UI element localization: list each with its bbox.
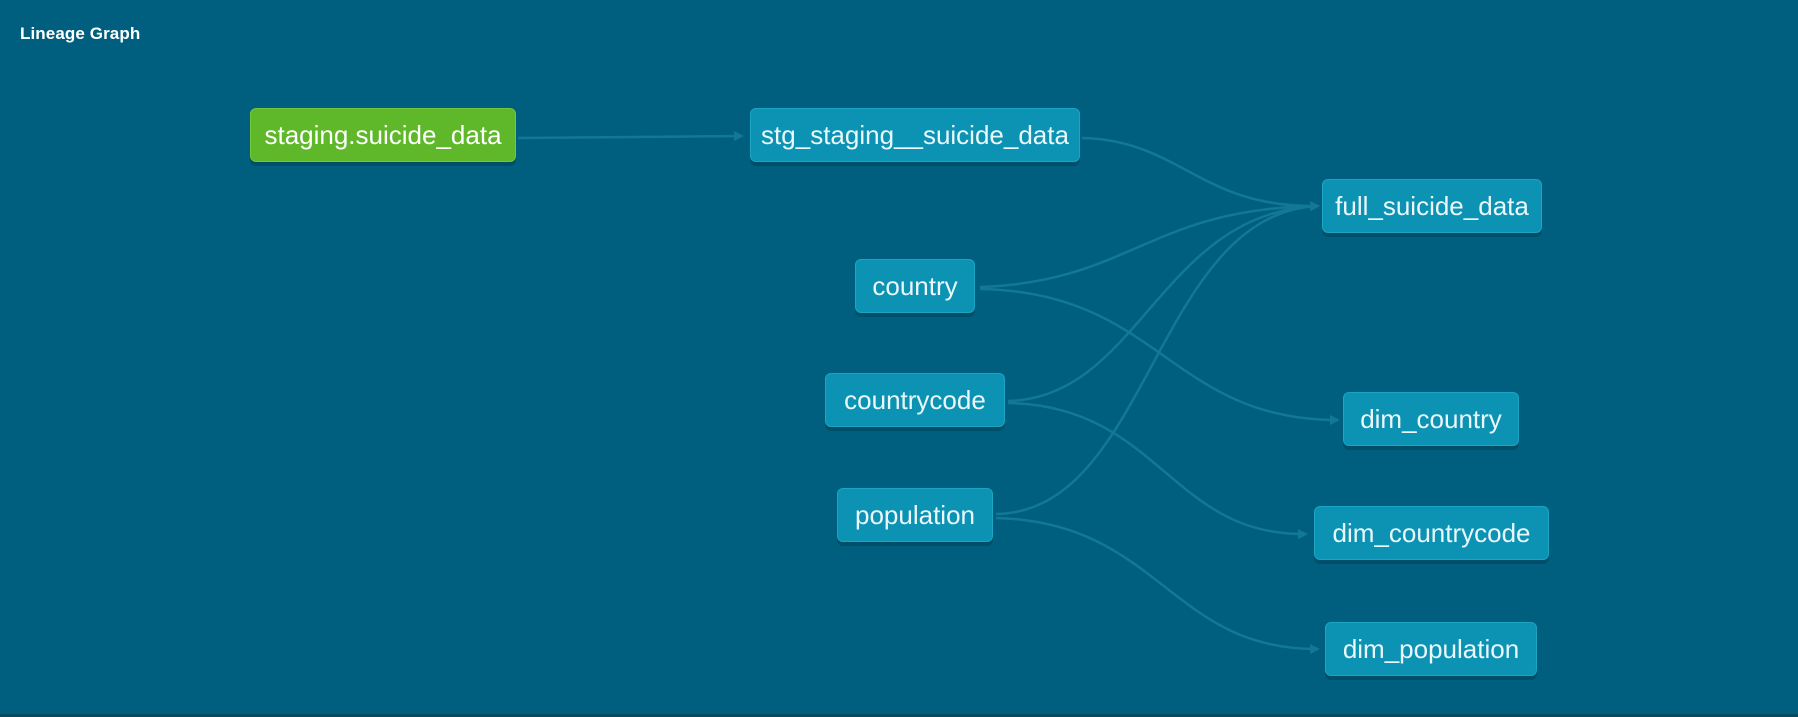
bottom-border — [0, 714, 1798, 717]
page-title: Lineage Graph — [20, 24, 141, 43]
edge-population-to-full — [995, 201, 1320, 516]
node-dim-country[interactable]: dim_country — [1343, 392, 1519, 446]
node-staging-suicide-data-source[interactable]: staging.suicide_data — [250, 108, 516, 162]
node-dim-population[interactable]: dim_population — [1325, 622, 1537, 676]
node-countrycode[interactable]: countrycode — [825, 373, 1005, 427]
edge-source-to-stg — [517, 131, 744, 142]
node-population[interactable]: population — [837, 488, 993, 542]
node-dim-countrycode[interactable]: dim_countrycode — [1314, 506, 1549, 560]
edge-stg-to-full — [1081, 136, 1320, 212]
edge-countrycode-to-full — [1007, 201, 1320, 403]
node-stg-staging-suicide-data[interactable]: stg_staging__suicide_data — [750, 108, 1080, 162]
edge-country-to-full — [979, 201, 1320, 289]
edge-country-to-dim-country — [979, 287, 1340, 425]
node-country[interactable]: country — [855, 259, 975, 313]
edge-population-to-dim-population — [995, 516, 1320, 655]
node-full-suicide-data[interactable]: full_suicide_data — [1322, 179, 1542, 233]
edge-countrycode-to-dim-countrycode — [1007, 401, 1308, 540]
